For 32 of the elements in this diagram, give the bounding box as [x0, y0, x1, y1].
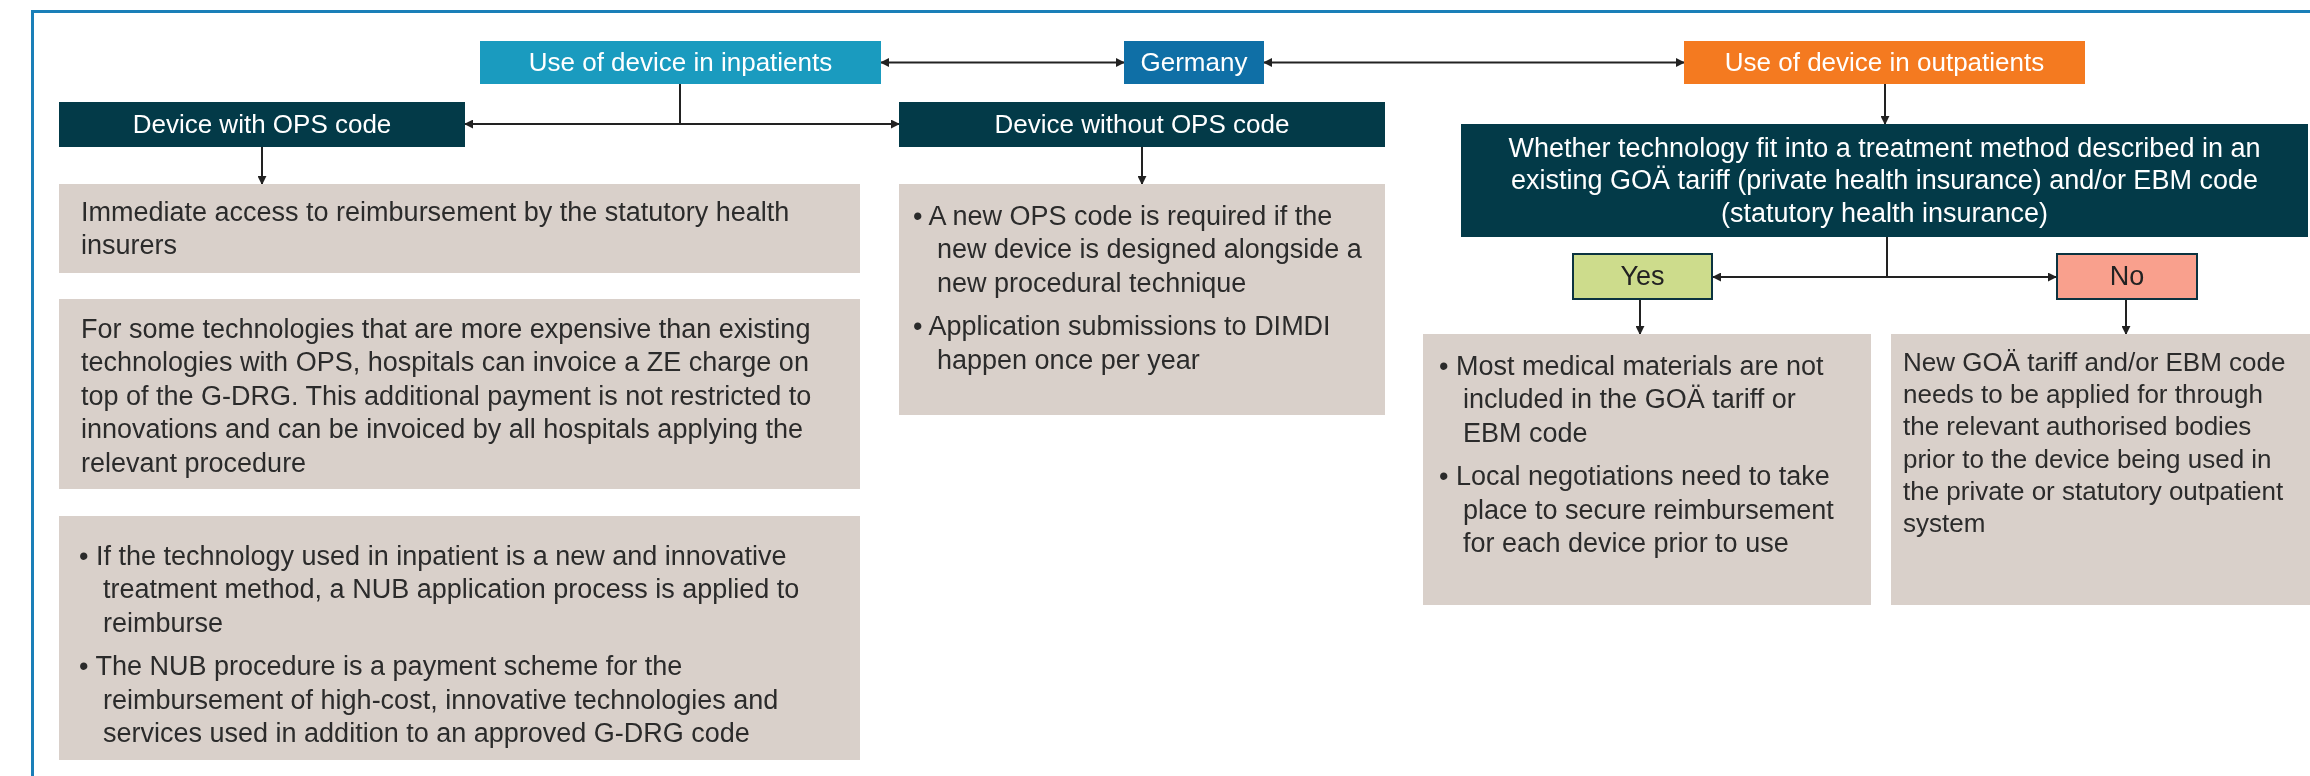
answer-box: Yes [1572, 253, 1713, 300]
country-header: Germany [1124, 41, 1264, 84]
body-text: Immediate access to reimbursement by the statutory health insurers [81, 196, 791, 263]
body-text: New GOÄ tariff and/or EBM code needs to be applied for through the relevant authorised bodies prior to the device being used in the private or statutory outpatient system [1903, 346, 2287, 540]
info-box [59, 299, 860, 489]
arrow [880, 58, 1125, 67]
info-box [899, 184, 1385, 415]
bullet-text: • Application submissions to DIMDI happen once per year [913, 310, 1332, 377]
inpatient-header: Use of device in inpatients [480, 41, 881, 84]
body-text: For some technologies that are more expensive than existing technologies with OPS, hospitals can invoice a ZE charge on top of the G-DRG. This additional payment is not restricted to innovations and can be invoiced by all hospitals applying the relevant procedure [81, 313, 813, 480]
bullet-text: • Local negotiations need to take place to secure reimbursement for each device prior to use [1439, 460, 1835, 561]
bullet-text: • The NUB procedure is a payment scheme for the reimbursement of high-cost, innovative technologies and services used in addition to an approved G-DRG code [79, 650, 780, 751]
outpatient-header: Use of device in outpatients [1684, 41, 2085, 84]
info-box [1891, 334, 2310, 605]
answer-box: No [2056, 253, 2198, 300]
info-box [59, 516, 860, 760]
info-box [59, 184, 860, 273]
bullet-text: • If the technology used in inpatient is a new and innovative treatment method, a NUB application process is applied to reimburse [79, 540, 801, 640]
category-box: Device with OPS code [59, 102, 465, 147]
arrow [2121, 299, 2131, 335]
arrow [1137, 146, 1147, 185]
arrow [1263, 58, 1685, 67]
arrow [1635, 299, 1645, 335]
category-box: Device without OPS code [899, 102, 1385, 147]
arrow [257, 146, 267, 185]
bullet-text: • Most medical materials are not included in the GOÄ tariff or EBM code [1439, 350, 1825, 450]
info-box [1423, 334, 1871, 605]
bullet-text: • A new OPS code is required if the new device is designed alongside a new procedural technique [913, 200, 1363, 300]
arrow [1886, 236, 2057, 282]
arrow [679, 83, 900, 129]
question-box: Whether technology fit into a treatment method described in an existing GOÄ tariff (private health insurance) and/or EBM code (statutory health insurance) [1461, 124, 2308, 237]
arrow [1880, 83, 1890, 125]
